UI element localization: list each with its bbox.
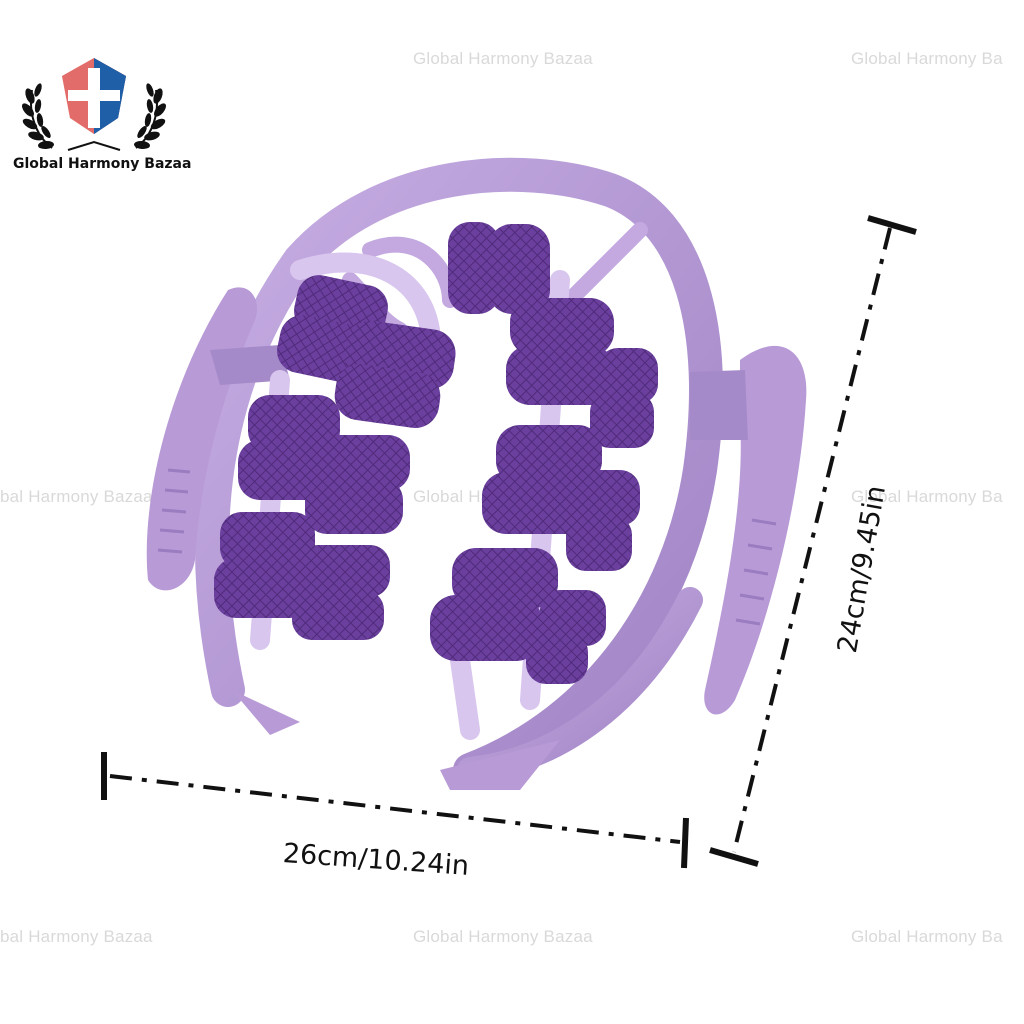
watermark-bottom-left: bal Harmony Bazaa: [0, 927, 153, 946]
watermark-mid-right: Global Harmony Ba: [851, 487, 1003, 506]
watermark-top-right: Global Harmony Ba: [851, 49, 1003, 68]
rollers-top: [448, 222, 550, 314]
dimension-width-line: [101, 752, 689, 869]
watermark-bottom-right: Global Harmony Ba: [851, 927, 1003, 946]
right-handle: [690, 345, 807, 715]
watermark-top-center: Global Harmony Bazaa: [413, 49, 593, 68]
rollers-right: [430, 298, 658, 684]
dimension-height-line: [709, 215, 917, 867]
shield-icon: [62, 58, 126, 134]
shield-cross-laurel-icon: [22, 58, 166, 151]
laurel-right-icon: [134, 83, 166, 150]
brand-name: Global Harmony Bazaa: [13, 156, 192, 172]
frame-left-tip: [232, 690, 300, 735]
watermark-bottom-center: Global Harmony Bazaa: [413, 927, 593, 946]
frame-bottom-tip: [440, 740, 560, 790]
watermark-mid-left: bal Harmony Bazaa: [0, 487, 153, 506]
laurel-left-icon: [22, 83, 54, 150]
rollers-left: [214, 275, 456, 640]
left-handle: [146, 287, 290, 591]
